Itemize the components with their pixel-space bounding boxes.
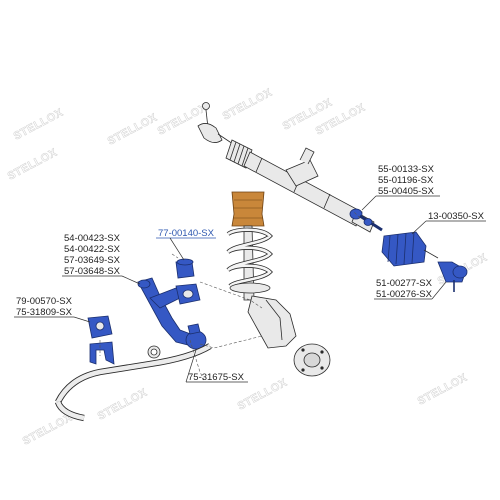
- watermark: STELLOX: [221, 87, 275, 123]
- watermark: STELLOX: [12, 107, 66, 143]
- part-number: 57-03649-SX: [64, 255, 121, 266]
- connector-lines: [99, 211, 361, 381]
- watermark: STELLOX: [416, 372, 470, 408]
- watermark: STELLOX: [96, 387, 150, 423]
- watermark: STELLOX: [106, 112, 160, 148]
- part-number: 54-00423-SX: [64, 233, 121, 244]
- part-number: 51-00277-SX: [376, 278, 433, 289]
- part-number: 77-00140-SX: [158, 228, 215, 239]
- label-tie-rod-end-inner: 55-00133-SX 55-01196-SX 55-00405-SX: [361, 164, 440, 211]
- stabilizer-bushing: [87, 315, 115, 365]
- part-number: 75-31675-SX: [188, 372, 245, 383]
- watermark: STELLOX: [6, 147, 60, 183]
- part-number: 57-03648-SX: [64, 266, 121, 277]
- part-number: 75-31809-SX: [16, 307, 73, 318]
- outer-tie-rod-end: [437, 261, 468, 292]
- label-control-arm: 54-00423-SX 54-00422-SX 57-03649-SX 57-0…: [62, 233, 141, 285]
- steering-boot: [381, 231, 439, 267]
- label-stabilizer-bushing: 79-00570-SX 75-31809-SX: [14, 296, 91, 323]
- part-number: 55-01196-SX: [378, 175, 434, 186]
- watermark: STELLOX: [21, 412, 75, 448]
- strut-assembly: [226, 191, 331, 377]
- steering-rack: [197, 102, 375, 233]
- stabilizer-bar: [54, 343, 212, 422]
- part-number: 13-00350-SX: [428, 211, 485, 222]
- part-number: 55-00405-SX: [378, 186, 435, 197]
- part-number: 79-00570-SX: [16, 296, 73, 307]
- label-steering-boot: 13-00350-SX: [411, 211, 486, 235]
- part-number: 51-00276-SX: [376, 289, 433, 300]
- label-ball-joint: 75-31675-SX: [185, 349, 248, 383]
- label-tie-rod-end-outer: 51-00277-SX 51-00276-SX: [374, 278, 447, 300]
- part-number: 54-00422-SX: [64, 244, 121, 255]
- part-number: 55-00133-SX: [378, 164, 435, 175]
- label-arm-bushing: 77-00140-SX: [156, 228, 216, 261]
- arm-bushings: [175, 258, 201, 305]
